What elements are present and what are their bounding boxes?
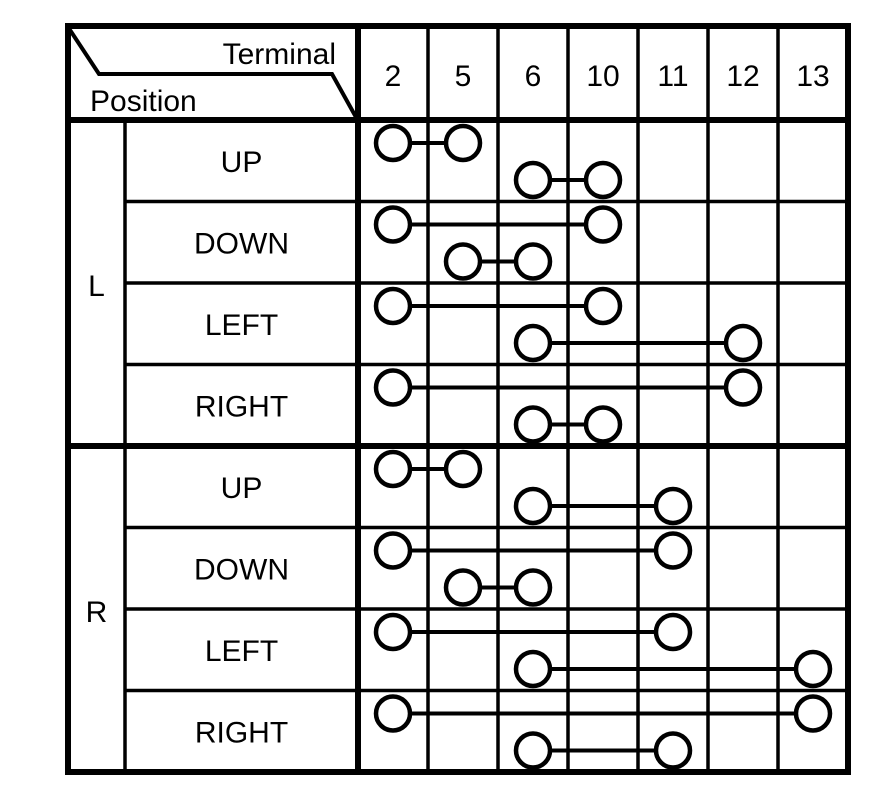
contact-circle xyxy=(443,449,483,489)
contact-circle xyxy=(583,160,623,200)
corner-position-label: Position xyxy=(90,85,197,118)
row-label: LEFT xyxy=(205,309,278,342)
contact-circle xyxy=(373,123,413,163)
contact-circle xyxy=(583,205,623,244)
grid-lines xyxy=(65,23,851,775)
row-label: RIGHT xyxy=(195,716,288,749)
contact-circle xyxy=(793,649,833,689)
contact-circle xyxy=(373,205,413,244)
corner-header-cell: Terminal Position xyxy=(66,25,359,120)
contact-circle xyxy=(443,568,483,607)
terminal-header: 6 xyxy=(525,60,542,93)
contact-circle xyxy=(653,531,693,570)
continuity-connections xyxy=(373,123,833,770)
corner-diagonal-divider xyxy=(66,25,359,120)
contact-circle xyxy=(653,612,693,652)
contact-circle xyxy=(653,486,693,526)
terminal-header: 5 xyxy=(455,60,472,93)
contact-circle xyxy=(443,242,483,281)
contact-circle xyxy=(583,405,623,444)
contact-circle xyxy=(373,612,413,652)
terminal-header: 10 xyxy=(586,60,619,93)
group-label: L xyxy=(88,270,105,303)
contact-circle xyxy=(513,486,553,526)
contact-circle xyxy=(373,531,413,570)
contact-circle xyxy=(443,123,483,163)
row-label: RIGHT xyxy=(195,390,288,423)
contact-circle xyxy=(513,160,553,200)
contact-circle xyxy=(513,731,553,770)
contact-circle xyxy=(793,694,833,733)
row-label: DOWN xyxy=(194,227,289,260)
contact-circle xyxy=(513,649,553,689)
contact-circle xyxy=(373,368,413,407)
group-label: R xyxy=(86,596,108,629)
terminal-header-row: 2 5 6 10 11 12 13 xyxy=(385,60,830,93)
contact-circle xyxy=(513,405,553,444)
row-label: LEFT xyxy=(205,635,278,668)
table-outer-border xyxy=(65,23,851,775)
contact-circle xyxy=(373,286,413,326)
terminal-header: 12 xyxy=(726,60,759,93)
terminal-header: 2 xyxy=(385,60,402,93)
contact-circle xyxy=(653,731,693,770)
row-label: DOWN xyxy=(194,553,289,586)
contact-circle xyxy=(583,286,623,326)
row-label: UP xyxy=(221,472,263,505)
terminal-header: 13 xyxy=(796,60,829,93)
contact-circle xyxy=(723,368,763,407)
contact-circle xyxy=(513,323,553,363)
corner-terminal-label: Terminal xyxy=(223,38,336,71)
contact-circle xyxy=(373,449,413,489)
terminal-header: 11 xyxy=(657,60,688,93)
contact-circle xyxy=(373,694,413,733)
contact-circle xyxy=(513,568,553,607)
row-label: UP xyxy=(221,146,263,179)
contact-circle xyxy=(723,323,763,363)
position-labels: L UP DOWN LEFT RIGHT R UP DOWN LEFT RIGHT xyxy=(86,146,289,750)
contact-circle xyxy=(513,242,553,281)
